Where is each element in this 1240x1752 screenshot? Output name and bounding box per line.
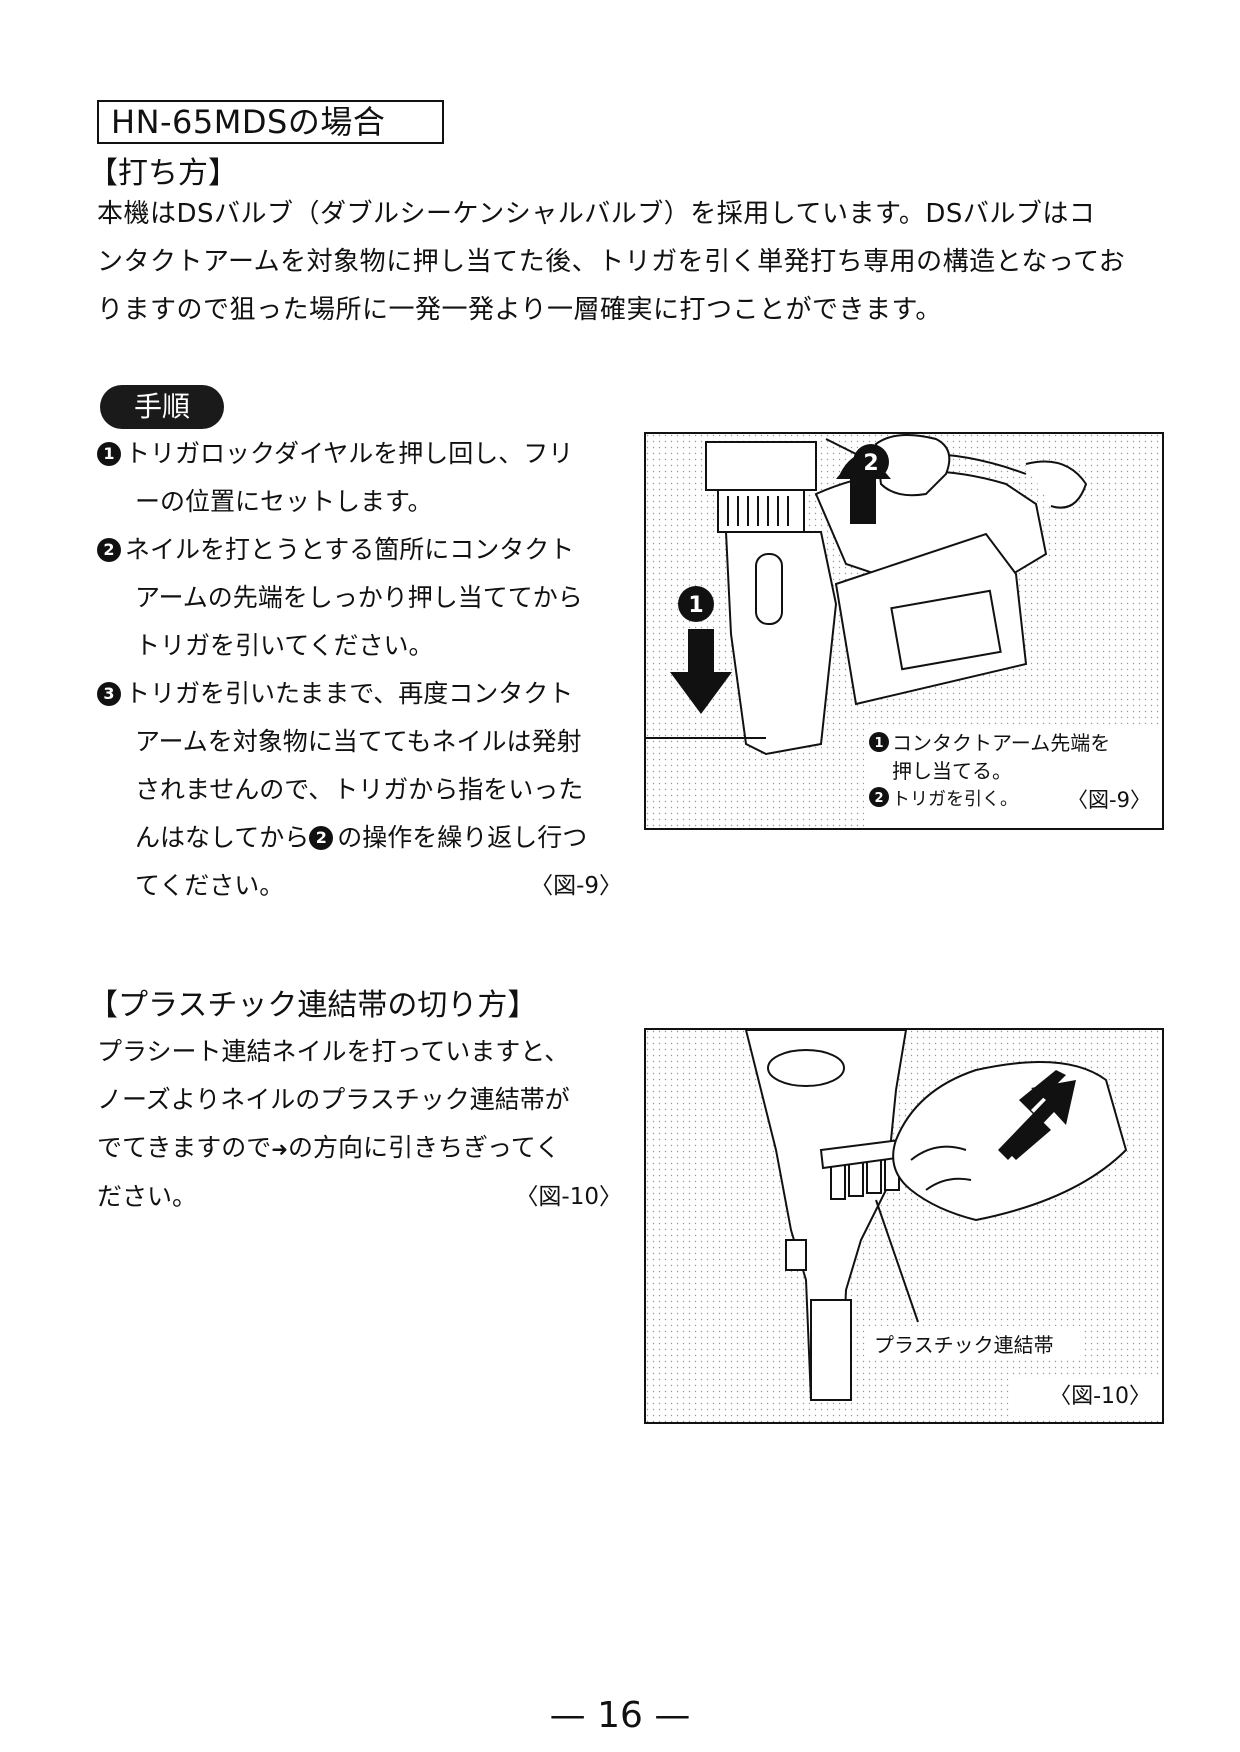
step-text-part: てください。 (135, 871, 285, 900)
caption-marker-2 (869, 787, 889, 807)
caption-marker-1 (869, 732, 889, 752)
figure-reference: 〈図-9〉 (530, 873, 622, 899)
step-number: 2 (309, 826, 334, 850)
page-number: — 16 — (549, 1695, 691, 1736)
plastic-strip-illustration: プラスチック連結帯 〈図-10〉 (646, 1030, 1162, 1422)
intro-line: ンタクトアームを対象物に押し当てた後、トリガを引く単発打ち専用の構造となってお (97, 247, 1126, 277)
air-fitting (1025, 460, 1088, 509)
figure-10: プラスチック連結帯 〈図-10〉 (644, 1028, 1164, 1424)
usage-heading: 【打ち方】 (88, 156, 238, 191)
intro-line: りますので狙った場所に一発一発より一層確実に打つことができます。 (97, 295, 942, 325)
caption-1-line-2: 押し当てる。 (892, 759, 1012, 783)
step-number: 3 (97, 682, 121, 706)
paragraph-line: でてきますので➜の方向に引きちぎってく (97, 1124, 622, 1173)
step-text: トリガを引いてください。 (135, 631, 434, 660)
step-text: ーの位置にセットします。 (135, 487, 433, 516)
plastic-strip-heading: 【プラスチック連結帯の切り方】 (88, 988, 538, 1023)
paragraph-line: ノーズよりネイルのプラスチック連結帯が (97, 1085, 570, 1114)
intro-paragraph: 本機はDSバルブ（ダブルシーケンシャルバルブ）を採用しています。DSバルブはコ … (97, 190, 1172, 334)
nailer-illustration: 1 2 1 コンタクトアーム先端を 押し当てる。 2 トリガを引く。 〈図-9〉 (646, 434, 1162, 828)
caption-backdrop (864, 724, 1162, 828)
marker-2-text: 2 (863, 451, 878, 476)
step-text-part: の操作を繰り返し行つ (337, 823, 588, 852)
step-text: されませんので、トリガから指をいった (135, 775, 584, 804)
marker-2 (853, 444, 889, 480)
plastic-strip-paragraph: プラシート連結ネイルを打っていますと、 ノーズよりネイルのプラスチック連結帯が … (97, 1028, 622, 1221)
procedure-label: 手順 (100, 385, 224, 429)
plastic-strip-label: プラスチック連結帯 (874, 1333, 1054, 1357)
section-title: HN-65MDSの場合 (97, 100, 444, 144)
down-arrow-icon (670, 629, 732, 714)
step-text: トリガロックダイヤルを押し回し、フリ (125, 439, 574, 468)
caption-1-line-1: コンタクトアーム先端を (892, 731, 1110, 755)
step-text: アームを対象物に当ててもネイルは発射 (135, 727, 582, 756)
caption-marker-1-text: 1 (874, 736, 883, 751)
caption-2: トリガを引く。 (892, 789, 1018, 810)
marker-1 (678, 586, 714, 622)
intro-line: 本機はDSバルブ（ダブルシーケンシャルバルブ）を採用しています。DSバルブはコ (97, 199, 1096, 229)
leader-line (875, 1199, 919, 1323)
step-text: トリガを引いたままで、再度コンタクト (125, 679, 574, 708)
hand (874, 434, 951, 497)
step-number: 2 (97, 538, 121, 562)
step-text: アームの先端をしっかり押し当ててから (135, 583, 583, 612)
paragraph-line: プラシート連結ネイルを打っていますと、 (97, 1037, 570, 1066)
figure-10-reference: 〈図-10〉 (1049, 1384, 1151, 1409)
figure-reference: 〈図-10〉 (515, 1184, 622, 1210)
paragraph-line: ださい。 〈図-10〉 (97, 1173, 622, 1221)
step-text-part: んはなしてから (135, 823, 310, 852)
step-text: てください。 〈図-9〉 (97, 862, 622, 910)
figure-9-reference: 〈図-9〉 (1067, 788, 1151, 812)
marker-1-text: 1 (688, 593, 703, 618)
step-number: 1 (97, 442, 121, 466)
caption-marker-2-text: 2 (874, 791, 883, 806)
figure-9: 1 2 1 コンタクトアーム先端を 押し当てる。 2 トリガを引く。 〈図-9〉 (644, 432, 1164, 830)
paragraph-text: ださい。 (97, 1182, 198, 1211)
step-text: ネイルを打とうとする箇所にコンタクト (125, 535, 575, 564)
paragraph-text: でてきますので (97, 1133, 272, 1162)
right-arrow-icon: ➜ (271, 1137, 289, 1161)
pull-direction-arrow-icon (998, 1080, 1076, 1160)
paragraph-text: の方向に引きちぎってく (288, 1133, 561, 1162)
nailer-body (724, 531, 838, 756)
